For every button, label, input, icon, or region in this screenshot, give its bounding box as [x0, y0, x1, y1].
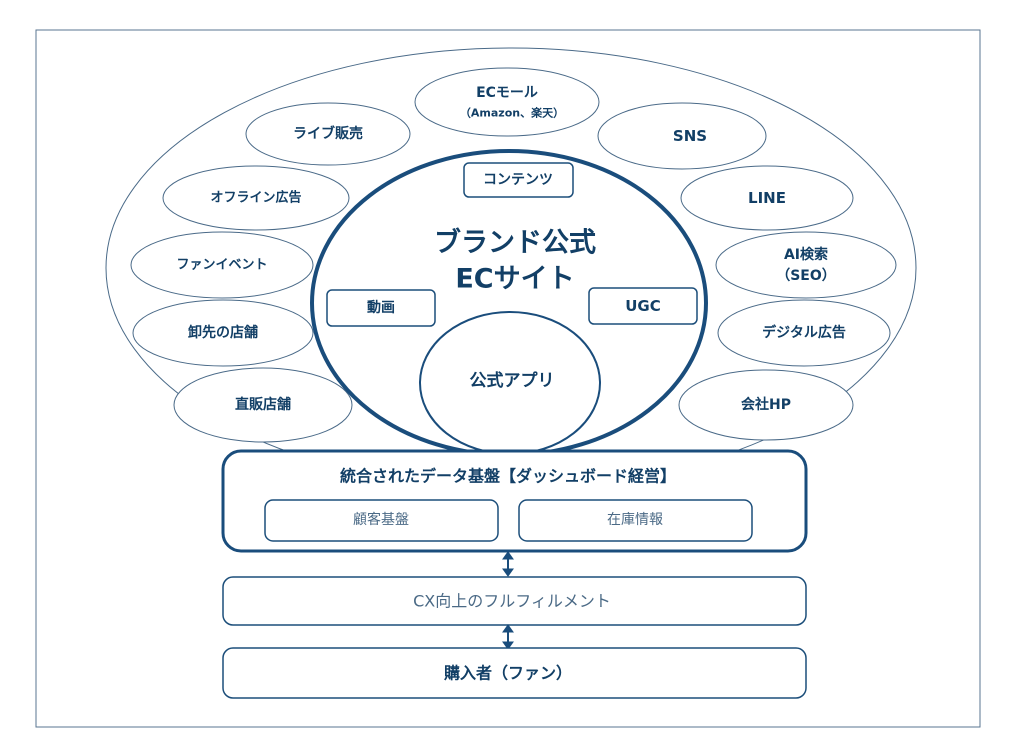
video-label: 動画 — [367, 299, 395, 316]
channel-label: 卸先の店舗 — [188, 324, 258, 341]
channel-line: LINE — [680, 165, 854, 231]
channel-fan-event: ファンイベント — [130, 231, 314, 299]
channel-live-sales: ライブ販売 — [245, 102, 411, 166]
official-app-label: 公式アプリ — [470, 370, 555, 391]
purchaser-label: 購入者（ファン） — [443, 664, 572, 683]
channel-offline-ads: オフライン広告 — [162, 165, 350, 231]
data-platform-title: 統合されたデータ基盤【ダッシュボード経営】 — [340, 467, 676, 486]
channel-label: ライブ販売 — [293, 125, 363, 142]
contents-label: コンテンツ — [483, 172, 553, 188]
channel-digital-ads: デジタル広告 — [717, 299, 891, 367]
brand-ec-site-core: コンテンツ ブランド公式 ECサイト 動画 UGC 公式アプリ — [310, 149, 708, 457]
double-arrow-icon — [502, 551, 514, 577]
core-title-line2: ECサイト — [455, 264, 574, 295]
data-platform: 統合されたデータ基盤【ダッシュボード経営】 顧客基盤 在庫情報 — [221, 449, 808, 553]
channel-sublabel: （SEO） — [776, 268, 836, 284]
purchaser-box: 購入者（ファン） — [222, 647, 807, 699]
channel-label: オフライン広告 — [210, 190, 301, 206]
video-box — [326, 289, 436, 327]
channel-ec-mall: ECモール （Amazon、楽天） — [414, 67, 600, 137]
channel-label: LINE — [748, 189, 786, 207]
fulfillment-box: CX向上のフルフィルメント — [222, 576, 807, 626]
channel-sublabel: （Amazon、楽天） — [460, 106, 564, 120]
channel-ai-search: AI検索 （SEO） — [715, 231, 897, 299]
core-title: ブランド公式 — [434, 227, 596, 259]
contents-box — [463, 162, 574, 198]
channel-label: 直販店舗 — [235, 396, 291, 413]
ugc-label: UGC — [625, 297, 661, 315]
channel-label: ECモール — [476, 85, 538, 101]
inventory-label: 在庫情報 — [607, 511, 663, 528]
channel-label: AI検索 — [784, 246, 828, 263]
channel-label: デジタル広告 — [762, 324, 846, 341]
fulfillment-label: CX向上のフルフィルメント — [413, 592, 611, 611]
channel-direct-stores: 直販店舗 — [173, 367, 353, 443]
inventory-box — [518, 499, 753, 542]
channel-sns: SNS — [597, 102, 767, 170]
channel-wholesale-stores: 卸先の店舗 — [132, 299, 314, 367]
channel-label: ファンイベント — [176, 258, 267, 273]
ugc-box — [588, 287, 698, 325]
customer-base-box — [264, 499, 499, 542]
customer-base-label: 顧客基盤 — [353, 511, 409, 528]
channel-company-hp: 会社HP — [678, 369, 854, 441]
channel-label: 会社HP — [741, 396, 791, 413]
channel-label: SNS — [673, 127, 707, 145]
double-arrow-icon — [502, 624, 514, 650]
